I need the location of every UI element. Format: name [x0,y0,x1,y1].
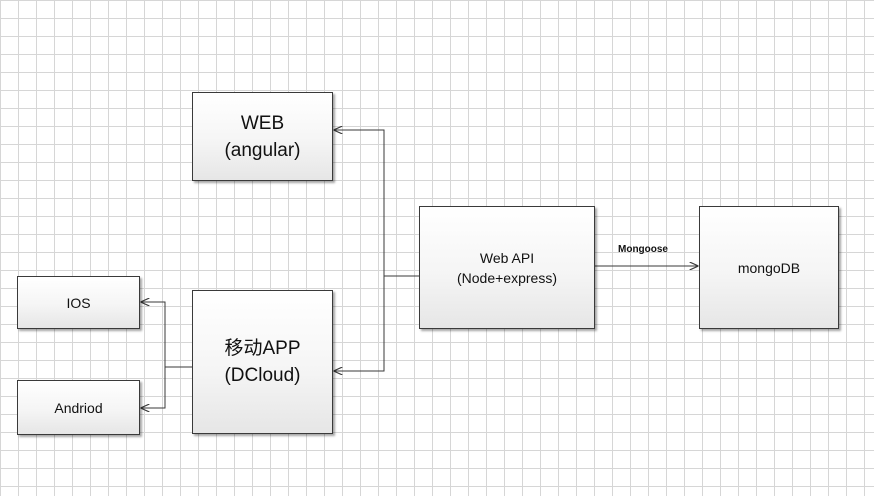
node-ios[interactable]: IOS [17,276,140,329]
node-web-angular[interactable]: WEB (angular) [192,92,333,181]
node-web-title: WEB [240,112,285,134]
connector-api-to-web [334,130,419,277]
node-android[interactable]: Andriod [17,380,140,435]
node-web-api[interactable]: Web API (Node+express) [419,206,595,329]
node-mongodb[interactable]: mongoDB [699,206,839,329]
connector-app-to-android [141,367,166,408]
node-app-subtitle: (DCloud) [224,365,301,386]
node-mobile-app-dcloud[interactable]: 移动APP (DCloud) [192,290,333,434]
node-api-subtitle: (Node+express) [457,269,557,286]
node-api-title: Web API [479,249,535,266]
node-ios-title: IOS [66,294,91,311]
node-web-subtitle: (angular) [224,139,301,161]
node-android-title: Andriod [54,399,103,416]
connector-api-to-app [334,276,385,371]
edge-label-mongoose: Mongoose [618,244,668,255]
node-db-title: mongoDB [737,259,801,276]
connector-app-to-ios [141,302,192,368]
node-app-title: 移动APP [224,338,301,359]
